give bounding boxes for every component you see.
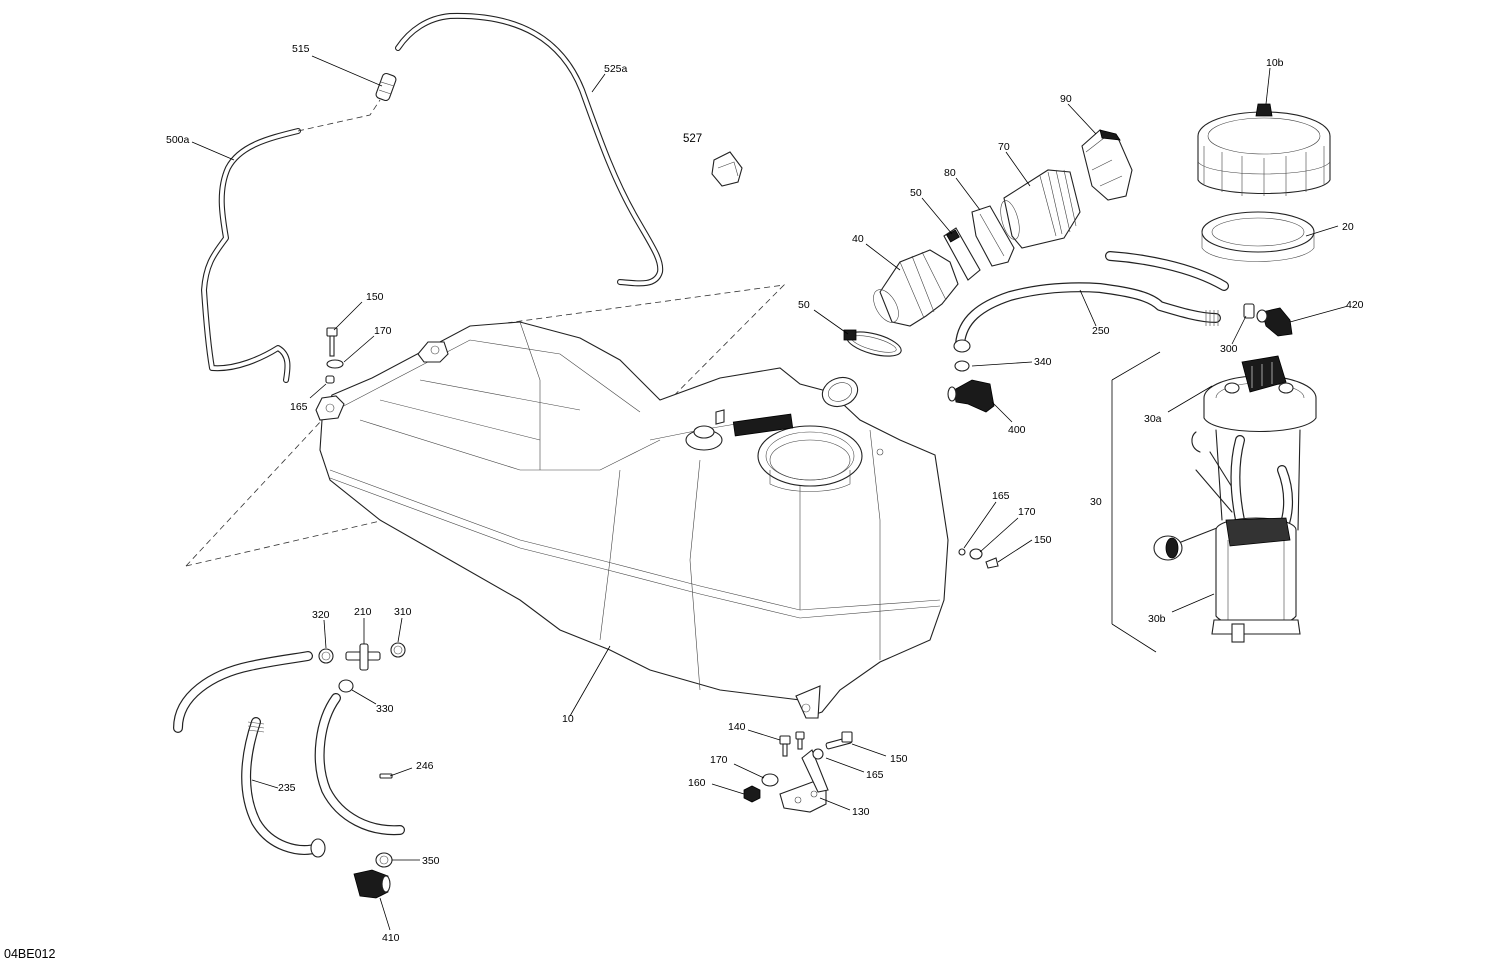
- label-30b: 30b: [1148, 613, 1166, 625]
- label-170-bottom: 170: [710, 754, 728, 766]
- label-525a: 525a: [604, 63, 628, 75]
- label-235: 235: [278, 782, 296, 794]
- vent-tube-525a: [395, 12, 664, 287]
- leader-lines: [191, 55, 1349, 931]
- bolt-150-top: [326, 327, 338, 357]
- clamp-350: [375, 852, 393, 868]
- fitting-300: [1243, 303, 1255, 319]
- part-labels: 515 525a 500a 527 150 170 165 90 70 80 5…: [166, 43, 1364, 944]
- clamp-330: [338, 679, 354, 693]
- hose-330: [314, 693, 405, 836]
- connector-420: [1256, 307, 1293, 337]
- label-150-right: 150: [1034, 534, 1052, 546]
- bolt-140: [779, 735, 791, 757]
- filler-cap-90: [1081, 129, 1133, 201]
- label-350: 350: [422, 855, 440, 867]
- spacer-165-bottom: [812, 748, 824, 760]
- fuel-pump-30: [1111, 351, 1317, 653]
- label-10b: 10b: [1266, 57, 1284, 69]
- label-130: 130: [852, 806, 870, 818]
- label-210: 210: [354, 606, 372, 618]
- hose-left: [173, 651, 313, 733]
- spacer-165-top: [325, 375, 335, 384]
- label-320: 320: [312, 609, 330, 621]
- label-70: 70: [998, 141, 1010, 153]
- nut-160: [743, 785, 761, 803]
- label-340: 340: [1034, 356, 1052, 368]
- label-150-top: 150: [366, 291, 384, 303]
- tee-fitting-210: [345, 643, 381, 671]
- label-30a: 30a: [1144, 413, 1162, 425]
- clamp-320: [318, 648, 334, 664]
- clamp-50-bottom: [843, 329, 902, 357]
- bolt-140b: [795, 731, 805, 750]
- lock-ring-10b: [1197, 103, 1331, 196]
- clamp-310: [390, 642, 406, 658]
- clamp-50-top: [943, 227, 981, 281]
- diagram-id: 04BE012: [4, 947, 55, 961]
- label-160: 160: [688, 777, 706, 789]
- label-330: 330: [376, 703, 394, 715]
- ring-80: [971, 205, 1015, 267]
- label-400: 400: [1008, 424, 1026, 436]
- label-50-clamp: 50: [798, 299, 810, 311]
- label-170-top: 170: [374, 325, 392, 337]
- check-valve-515: [375, 72, 397, 102]
- label-80: 80: [944, 167, 956, 179]
- washer-170-top: [326, 359, 344, 369]
- connector-410: [353, 869, 391, 899]
- label-170-right: 170: [1018, 506, 1036, 518]
- label-10: 10: [562, 713, 574, 725]
- label-527: 527: [683, 133, 702, 145]
- label-140: 140: [728, 721, 746, 733]
- label-500a: 500a: [166, 134, 190, 146]
- label-20: 20: [1342, 221, 1354, 233]
- label-50-top: 50: [910, 187, 922, 199]
- filler-neck-70: [1000, 169, 1081, 249]
- label-30: 30: [1090, 496, 1102, 508]
- filler-hose-40: [873, 249, 959, 327]
- label-246: 246: [416, 760, 434, 772]
- label-250: 250: [1092, 325, 1110, 337]
- fuel-hose-250: [955, 251, 1229, 349]
- fuel-tank: [185, 284, 949, 719]
- label-410: 410: [382, 932, 400, 944]
- bolt-150-bottom: [825, 731, 853, 750]
- label-300: 300: [1220, 343, 1238, 355]
- vent-tube-500a: [201, 128, 301, 383]
- connector-400: [947, 379, 995, 413]
- label-420: 420: [1346, 299, 1364, 311]
- bracket-130: [779, 749, 829, 813]
- clamp-340: [953, 339, 971, 372]
- label-515: 515: [292, 43, 310, 55]
- fasteners-right: [958, 548, 999, 569]
- gasket-20: [1201, 211, 1315, 262]
- label-165-bottom: 165: [866, 769, 884, 781]
- label-165-top: 165: [290, 401, 308, 413]
- washer-170-bottom: [761, 773, 779, 787]
- hose-235: [241, 717, 326, 858]
- label-90: 90: [1060, 93, 1072, 105]
- label-310: 310: [394, 606, 412, 618]
- label-40: 40: [852, 233, 864, 245]
- label-165-right: 165: [992, 490, 1010, 502]
- pin-246: [379, 773, 393, 779]
- clip-527: [711, 151, 743, 187]
- label-150-bottom: 150: [890, 753, 908, 765]
- vent-dashed-link: [297, 99, 381, 132]
